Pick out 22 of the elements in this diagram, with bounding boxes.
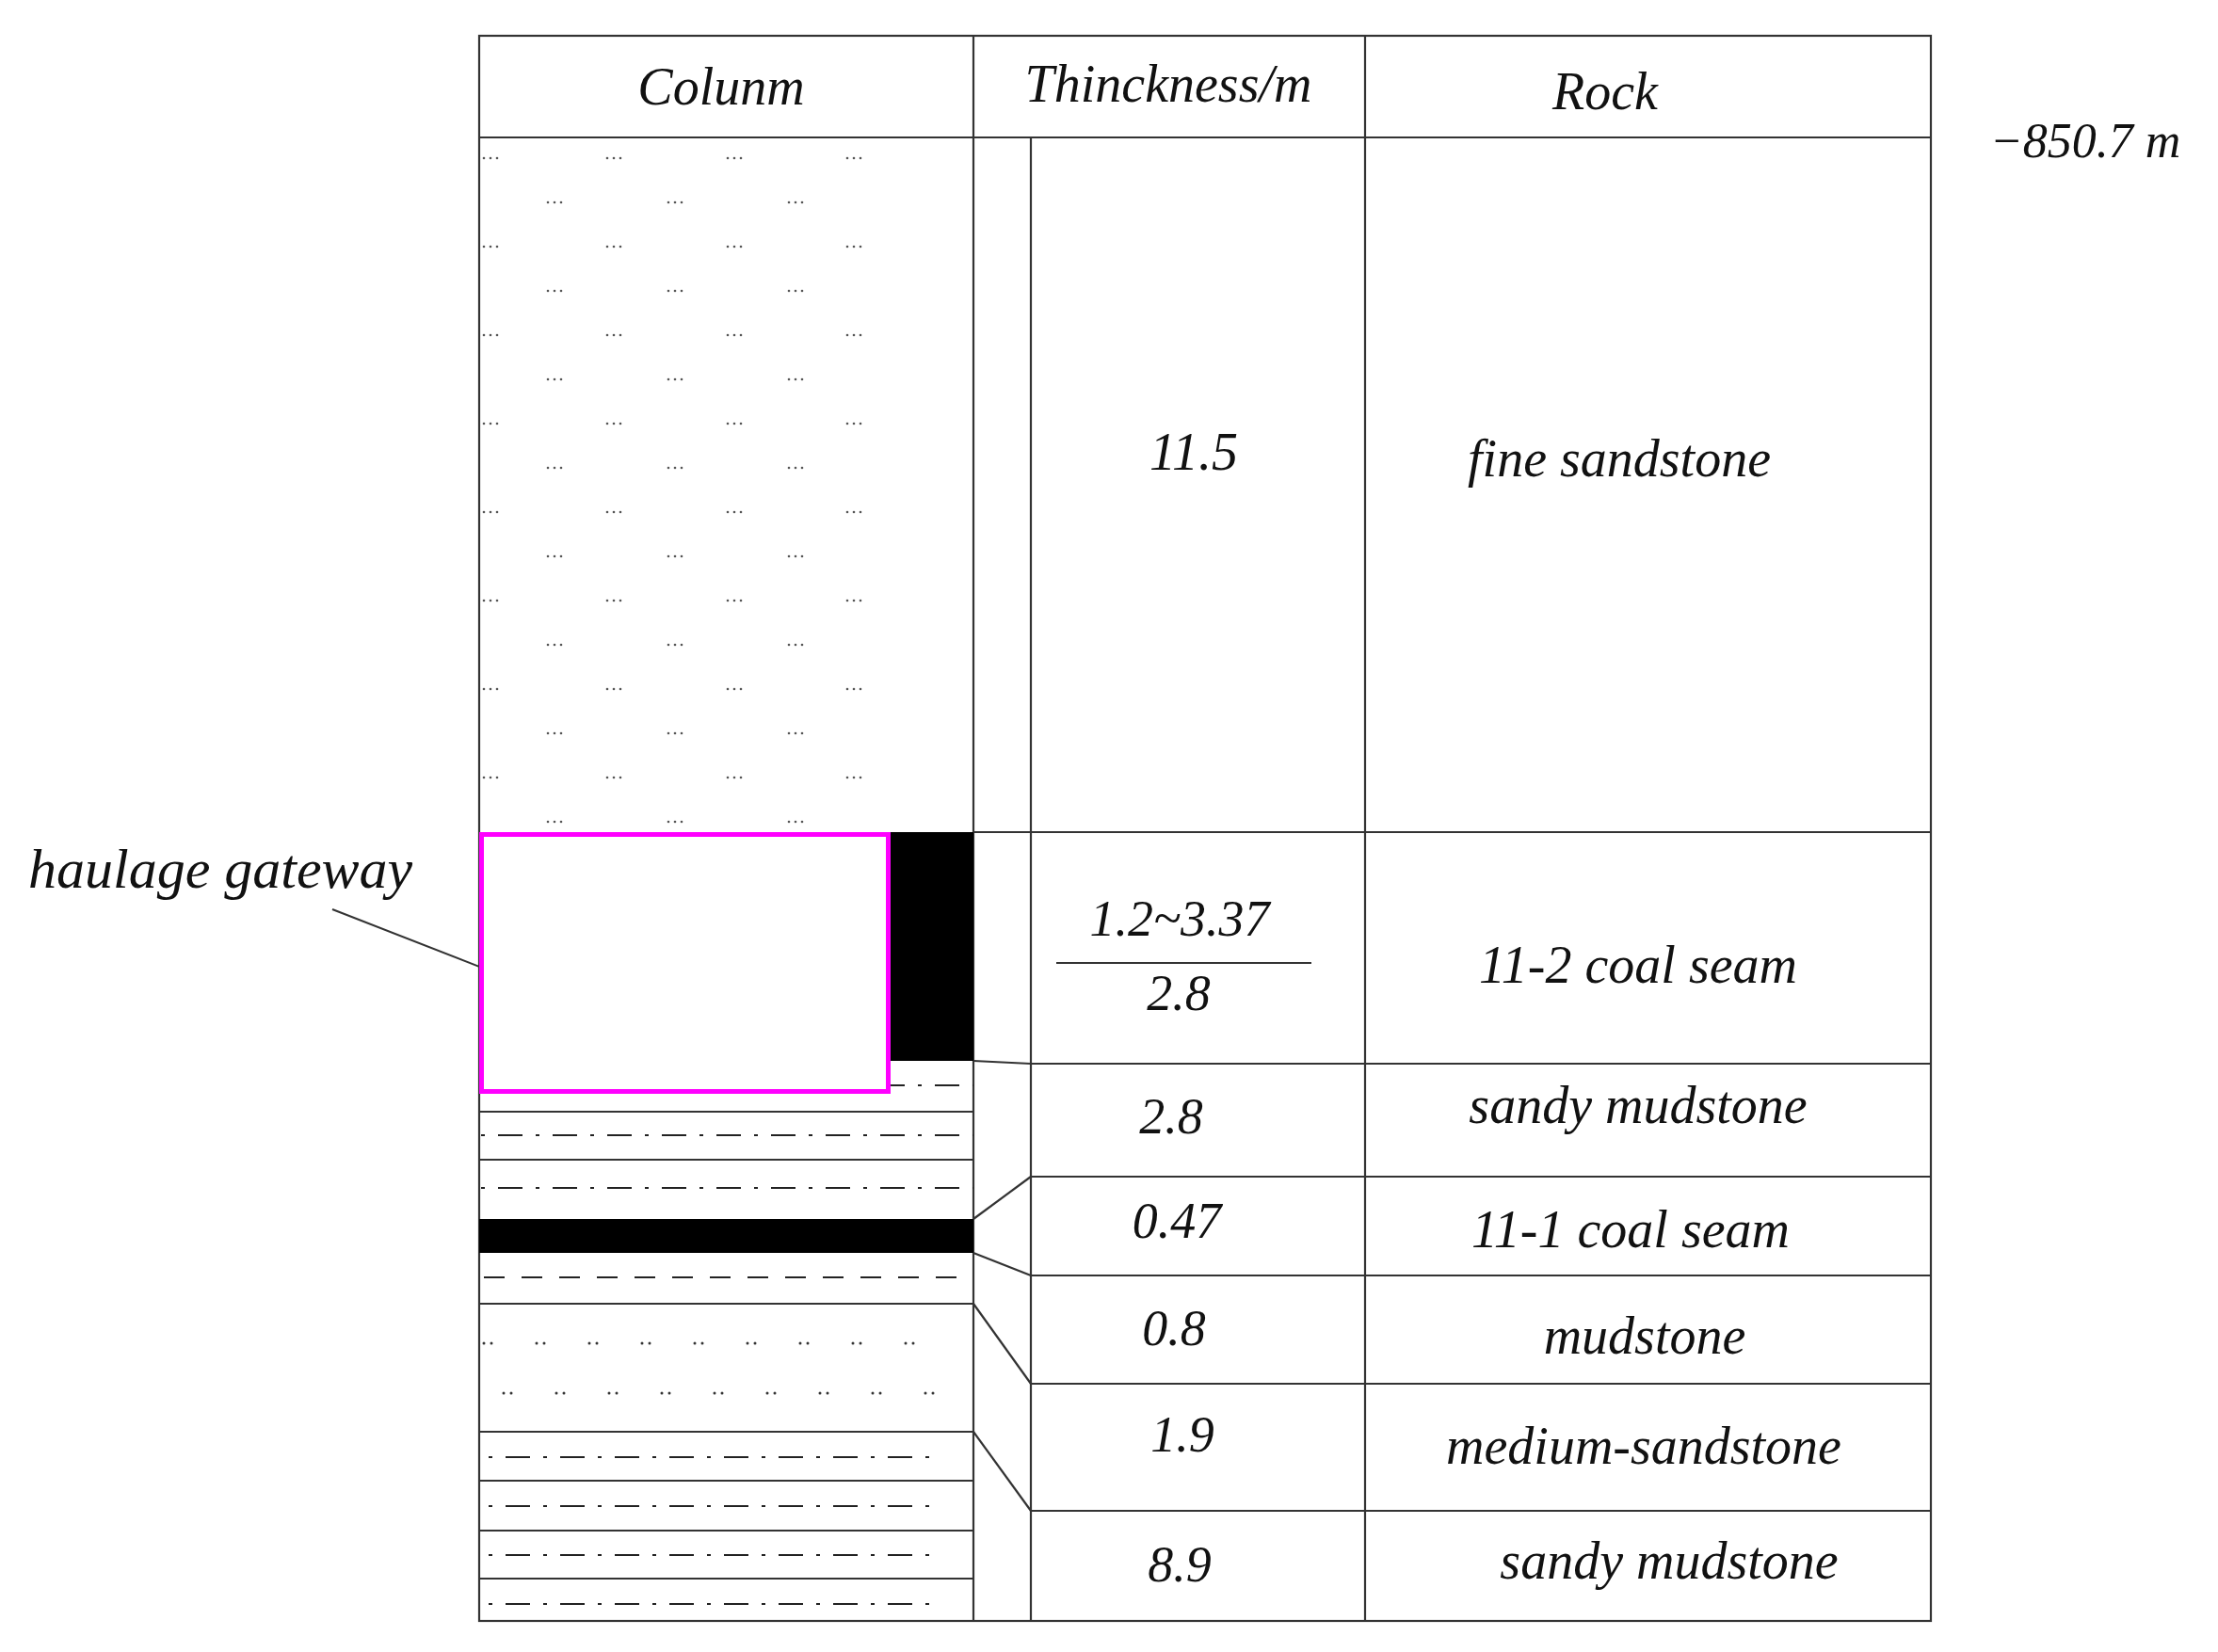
table-text: 2.8	[1147, 966, 1211, 1022]
table-text: 11.5	[1149, 424, 1238, 482]
gateway-box	[479, 832, 891, 1094]
column-header: Rock	[1552, 63, 1658, 121]
table-text: 8.9	[1148, 1537, 1212, 1594]
table-text: 11-2 coal seam	[1479, 937, 1797, 995]
table-text: sandy mudstone	[1469, 1077, 1808, 1135]
table-text: 11-1 coal seam	[1471, 1201, 1790, 1259]
leader-line	[331, 908, 480, 968]
table-text: medium-sandstone	[1446, 1418, 1841, 1476]
table-text: 0.47	[1132, 1194, 1222, 1250]
table-text: 2.8	[1139, 1089, 1203, 1146]
callout-text: haulage gateway	[28, 838, 413, 900]
depth-label: −850.7 m	[1989, 114, 2181, 168]
table-text: fine sandstone	[1468, 430, 1771, 489]
table-text: sandy mudstone	[1500, 1532, 1839, 1591]
table-text: 1.9	[1150, 1407, 1214, 1464]
table-text: mudstone	[1543, 1307, 1746, 1366]
column-header: Thinckness/m	[1024, 56, 1312, 114]
column-header: Colunm	[637, 58, 805, 117]
table-text: 0.8	[1142, 1301, 1206, 1357]
table-text: 1.2~3.37	[1089, 891, 1270, 948]
